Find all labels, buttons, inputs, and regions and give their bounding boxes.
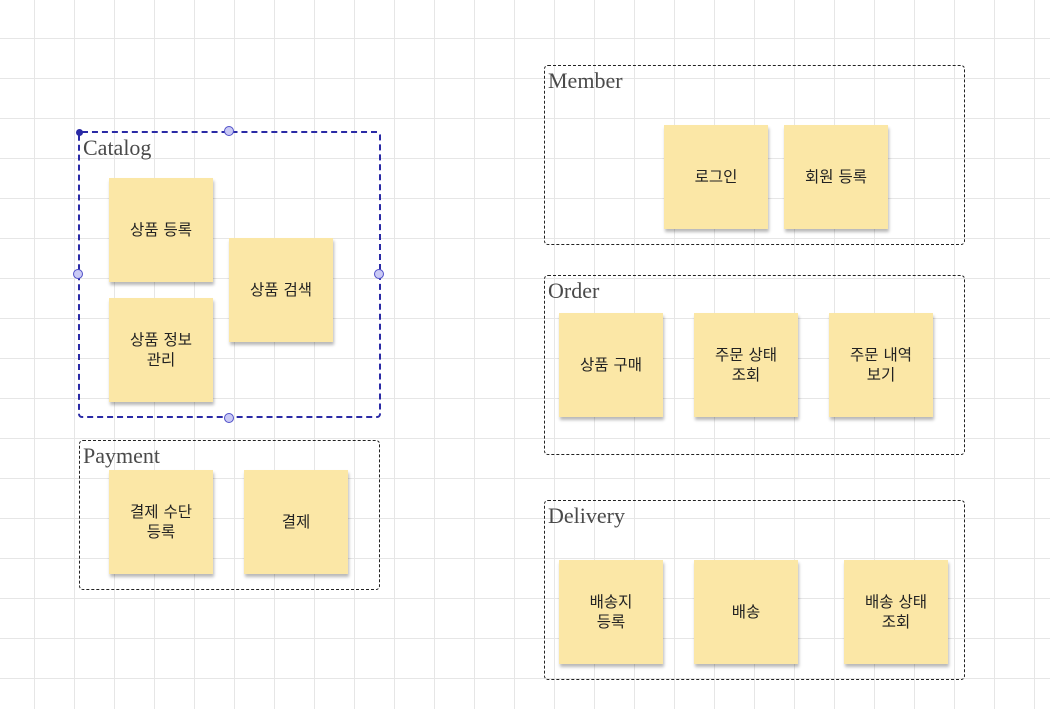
sticky-note[interactable]: 회원 등록 — [784, 125, 888, 229]
member-frame[interactable]: Member — [544, 65, 965, 245]
resize-handle-top[interactable] — [224, 126, 234, 136]
selection-corner-dot[interactable] — [76, 129, 83, 136]
frame-title: Payment — [83, 443, 160, 468]
sticky-note[interactable]: 상품 정보 관리 — [109, 298, 213, 402]
frame-title: Order — [548, 278, 600, 303]
delivery-frame[interactable]: Delivery — [544, 500, 965, 680]
sticky-note[interactable]: 상품 등록 — [109, 178, 213, 282]
sticky-note[interactable]: 배송지 등록 — [559, 560, 663, 664]
sticky-note[interactable]: 상품 검색 — [229, 238, 333, 342]
resize-handle-right[interactable] — [374, 269, 384, 279]
payment-frame[interactable]: Payment — [79, 440, 380, 590]
sticky-note[interactable]: 주문 내역 보기 — [829, 313, 933, 417]
sticky-note[interactable]: 결제 수단 등록 — [109, 470, 213, 574]
resize-handle-bottom[interactable] — [224, 413, 234, 423]
frame-title: Member — [548, 68, 623, 93]
frame-title: Catalog — [83, 135, 152, 160]
sticky-note[interactable]: 배송 — [694, 560, 798, 664]
resize-handle-left[interactable] — [73, 269, 83, 279]
sticky-note[interactable]: 배송 상태 조회 — [844, 560, 948, 664]
sticky-note[interactable]: 로그인 — [664, 125, 768, 229]
sticky-note[interactable]: 상품 구매 — [559, 313, 663, 417]
order-frame[interactable]: Order — [544, 275, 965, 455]
frame-title: Delivery — [548, 503, 625, 528]
sticky-note[interactable]: 결제 — [244, 470, 348, 574]
sticky-note[interactable]: 주문 상태 조회 — [694, 313, 798, 417]
